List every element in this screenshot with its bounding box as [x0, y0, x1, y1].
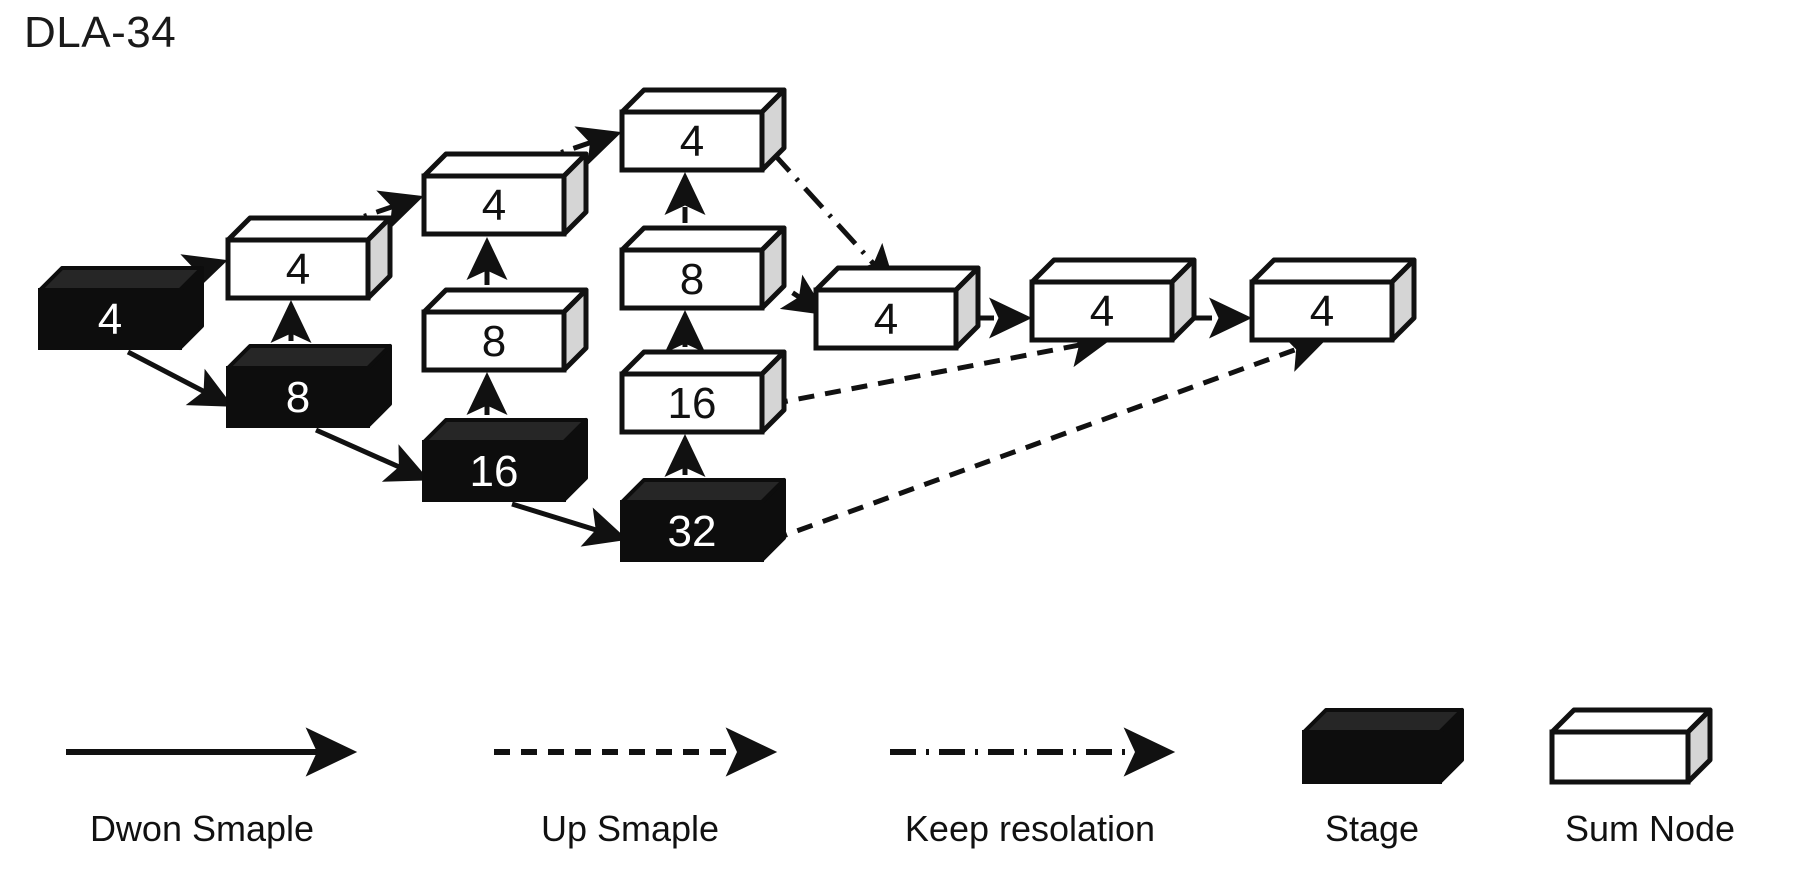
edge-up-s32-n4f — [771, 333, 1328, 543]
node-label: 16 — [668, 379, 717, 428]
node-front-face — [1029, 279, 1175, 343]
node-front-face — [619, 371, 765, 435]
node-label: 4 — [680, 117, 704, 166]
node-label: 4 — [1090, 287, 1114, 336]
edge-down-s4-s8 — [126, 349, 234, 407]
node-sum-node-n4d[interactable]: 4 — [813, 265, 981, 351]
node-label: 8 — [482, 317, 506, 366]
node-front-face — [421, 309, 567, 373]
node-stage-s8[interactable]: 8 — [226, 344, 392, 428]
node-front-face — [226, 366, 370, 428]
legend-stage-glyph — [1302, 708, 1464, 784]
legend-label-down-sample: Dwon Smaple — [89, 808, 315, 849]
node-front-face — [421, 173, 567, 237]
node-label: 4 — [1310, 287, 1334, 336]
node-label: 16 — [470, 447, 519, 496]
legend-sum-node-glyph — [1549, 707, 1713, 785]
node-sum-node-n4f[interactable]: 4 — [1249, 257, 1417, 343]
node-label: 4 — [482, 181, 506, 230]
page-title: DLA-34 — [24, 8, 177, 57]
node-front-face — [225, 237, 371, 301]
node-front-face — [619, 247, 765, 311]
legend-label-sum-node: Sum Node — [1564, 808, 1736, 849]
node-sum-node-n4c[interactable]: 4 — [619, 87, 787, 173]
node-stage-s32[interactable]: 32 — [620, 478, 786, 562]
node-front-face — [38, 288, 182, 350]
node-stage-s16[interactable]: 16 — [422, 418, 588, 502]
node-sum-node-n16[interactable]: 16 — [619, 349, 787, 435]
edge-up-n16-n4e — [771, 326, 1112, 407]
node-sum-node-n8a[interactable]: 8 — [421, 287, 589, 373]
node-label: 4 — [874, 295, 898, 344]
node-front-face — [620, 500, 764, 562]
legend-label-keep-resolution: Keep resolation — [904, 808, 1156, 849]
node-label: 8 — [680, 255, 704, 304]
node-label: 4 — [98, 295, 122, 344]
legend-label-stage: Stage — [1324, 808, 1420, 849]
node-stage-s4[interactable]: 4 — [38, 266, 204, 350]
node-label: 4 — [286, 245, 310, 294]
node-front-face — [619, 109, 765, 173]
node-label: 32 — [668, 507, 717, 556]
node-sum-node-n4a[interactable]: 4 — [225, 215, 393, 301]
node-sum-node-n4e[interactable]: 4 — [1029, 257, 1197, 343]
node-sum-node-n8b[interactable]: 8 — [619, 225, 787, 311]
node-front-face — [813, 287, 959, 351]
edge-down-s8-s16 — [314, 427, 430, 482]
node-sum-node-n4b[interactable]: 4 — [421, 151, 589, 237]
node-label: 8 — [286, 373, 310, 422]
node-front-face — [422, 440, 566, 502]
node-front-face — [1249, 279, 1395, 343]
edge-keep-n4c-n4d — [770, 150, 897, 289]
legend-label-up-sample: Up Smaple — [540, 808, 720, 849]
edge-down-s16-s32 — [511, 501, 628, 547]
